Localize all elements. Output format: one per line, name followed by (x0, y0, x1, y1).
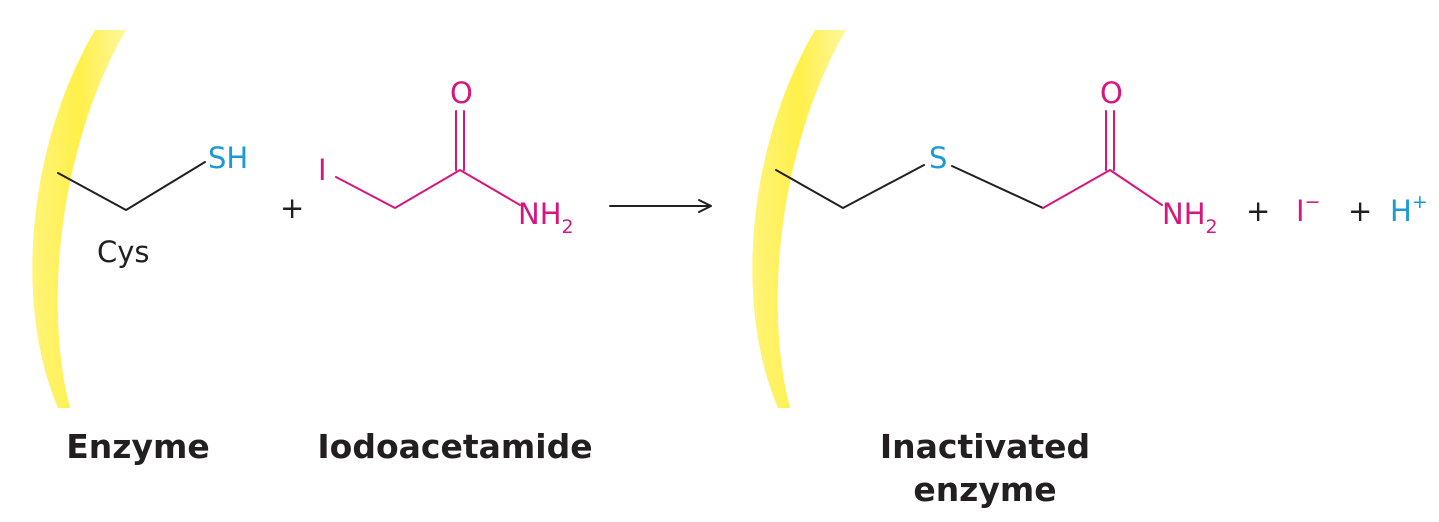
oxygen-label-reagent: O (450, 76, 473, 110)
iodide-ion: I− (1296, 191, 1320, 228)
amide-nh-product: NH (1162, 197, 1206, 231)
plus-sign-1: + (280, 191, 304, 225)
thioether-bond (951, 165, 1044, 209)
caption-inactivated: Inactivated (880, 427, 1090, 466)
iodoacetamide-bonds (335, 169, 521, 209)
plus-sign-2: + (1246, 194, 1270, 228)
oxygen-label-product: O (1100, 76, 1123, 110)
iodine-label: I (318, 153, 327, 187)
amide-label-product: NH2 (1162, 197, 1218, 238)
plus-sign-3: + (1348, 194, 1372, 228)
enzyme-surface-left (32, 30, 126, 408)
iodide-charge: − (1305, 191, 1321, 213)
cys-label: Cys (97, 235, 150, 269)
caption-enzyme-product: enzyme (913, 470, 1056, 509)
product-acetamide-bonds (1042, 169, 1163, 209)
enzyme-surface-right (752, 30, 846, 408)
sulfur-label: S (929, 141, 947, 175)
amide-nh-reagent: NH (518, 197, 562, 231)
thiol-label: SH (208, 141, 248, 175)
proton-charge: + (1412, 191, 1428, 213)
cysteine-side-chain-bonds (57, 161, 206, 211)
amide-label-reagent: NH2 (518, 197, 574, 238)
proton-symbol: H (1390, 194, 1412, 228)
amide-subscript-product: 2 (1206, 216, 1218, 238)
iodide-symbol: I (1296, 194, 1305, 228)
product-side-chain-bonds (775, 164, 925, 209)
amide-subscript-reagent: 2 (562, 216, 574, 238)
proton: H+ (1390, 191, 1428, 228)
caption-enzyme: Enzyme (66, 427, 210, 466)
reaction-arrow-head (698, 199, 712, 213)
caption-iodoacetamide: Iodoacetamide (317, 427, 592, 466)
